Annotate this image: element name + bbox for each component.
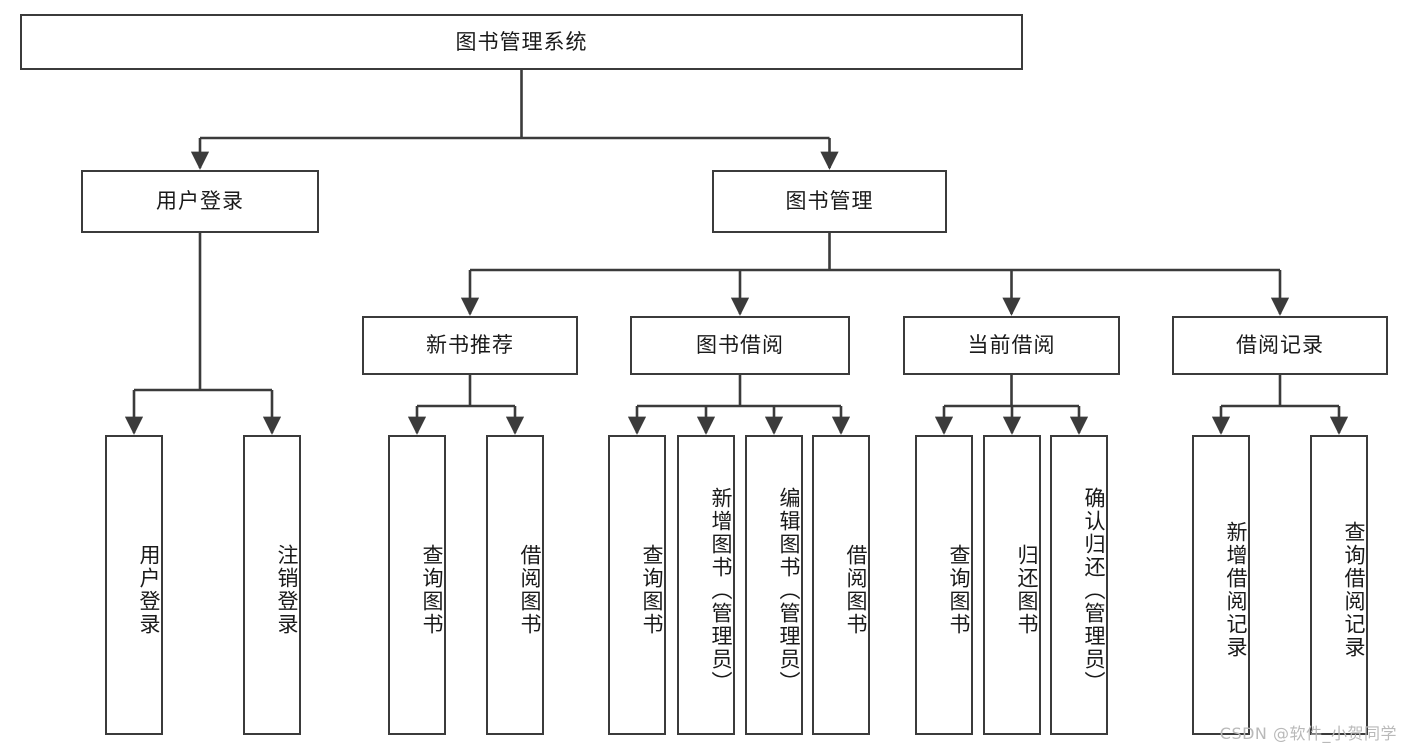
node-label: 新书推荐 bbox=[426, 333, 514, 358]
node-label: 注销登录 bbox=[275, 544, 299, 636]
node-label: 图书管理系统 bbox=[455, 29, 588, 54]
leaf-node-归还图书[interactable]: 归还图书 bbox=[983, 435, 1041, 735]
node-label: 用户登录 bbox=[156, 189, 244, 214]
node-label: 新增借阅记录 bbox=[1224, 521, 1248, 659]
csdn-watermark: CSDN @软件_小贺同学 bbox=[1219, 724, 1397, 743]
leaf-node-编辑图书管理员[interactable]: 编辑图书（管理员） bbox=[745, 435, 803, 735]
level3-node-图书借阅[interactable]: 图书借阅 bbox=[630, 316, 850, 375]
leaf-node-用户登录[interactable]: 用户登录 bbox=[105, 435, 163, 735]
level3-node-当前借阅[interactable]: 当前借阅 bbox=[903, 316, 1120, 375]
leaf-node-确认归还管理员[interactable]: 确认归还（管理员） bbox=[1050, 435, 1108, 735]
node-label: 用户登录 bbox=[137, 544, 161, 636]
leaf-node-查询图书[interactable]: 查询图书 bbox=[388, 435, 446, 735]
node-label: 查询图书 bbox=[420, 544, 444, 636]
leaf-node-查询图书[interactable]: 查询图书 bbox=[915, 435, 973, 735]
leaf-node-借阅图书[interactable]: 借阅图书 bbox=[486, 435, 544, 735]
leaf-node-注销登录[interactable]: 注销登录 bbox=[243, 435, 301, 735]
node-label: 查询图书 bbox=[947, 544, 971, 636]
node-label: 新增图书（管理员） bbox=[709, 486, 733, 694]
level3-node-借阅记录[interactable]: 借阅记录 bbox=[1172, 316, 1388, 375]
leaf-node-新增图书管理员[interactable]: 新增图书（管理员） bbox=[677, 435, 735, 735]
node-label: 查询借阅记录 bbox=[1342, 521, 1366, 659]
node-label: 借阅图书 bbox=[844, 544, 868, 636]
edge-group bbox=[124, 70, 1349, 435]
leaf-node-查询借阅记录[interactable]: 查询借阅记录 bbox=[1310, 435, 1368, 735]
node-label: 借阅图书 bbox=[518, 544, 542, 636]
node-label: 借阅记录 bbox=[1236, 333, 1324, 358]
level2-node-图书管理[interactable]: 图书管理 bbox=[712, 170, 947, 233]
node-label: 当前借阅 bbox=[967, 333, 1056, 358]
level2-node-用户登录[interactable]: 用户登录 bbox=[81, 170, 319, 233]
leaf-node-新增借阅记录[interactable]: 新增借阅记录 bbox=[1192, 435, 1250, 735]
node-label: 查询图书 bbox=[640, 544, 664, 636]
root-node-图书管理系统[interactable]: 图书管理系统 bbox=[20, 14, 1023, 70]
level3-node-新书推荐[interactable]: 新书推荐 bbox=[362, 316, 578, 375]
node-label: 确认归还（管理员） bbox=[1082, 486, 1106, 694]
node-label: 图书管理 bbox=[785, 189, 874, 214]
node-label: 编辑图书（管理员） bbox=[777, 486, 801, 694]
leaf-node-查询图书[interactable]: 查询图书 bbox=[608, 435, 666, 735]
node-label: 归还图书 bbox=[1015, 544, 1039, 636]
leaf-node-借阅图书[interactable]: 借阅图书 bbox=[812, 435, 870, 735]
node-label: 图书借阅 bbox=[696, 333, 784, 358]
